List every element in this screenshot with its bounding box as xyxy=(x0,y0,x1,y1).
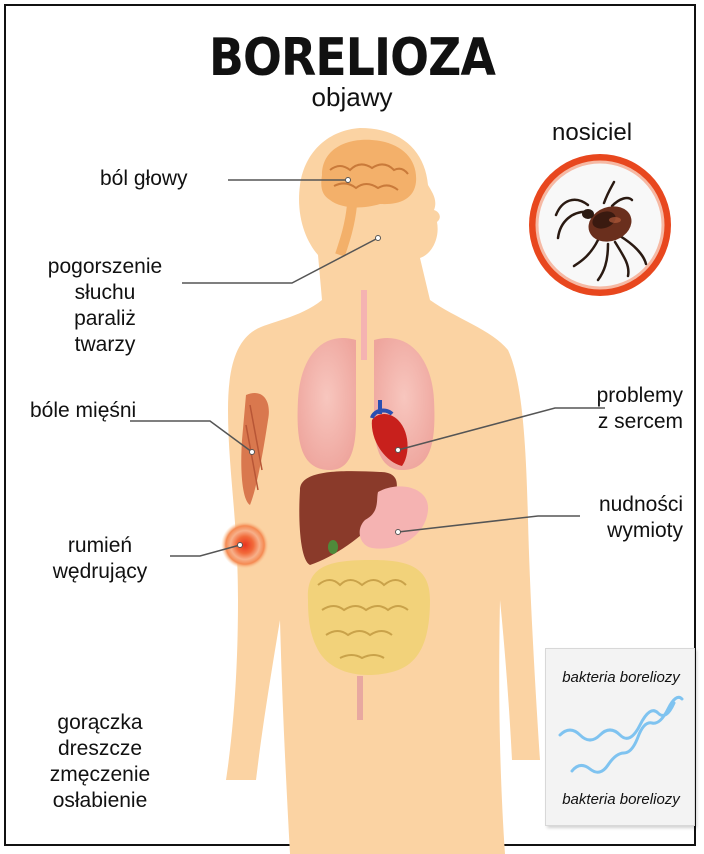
symptom-general-line: zmęczenie xyxy=(25,762,175,788)
symptom-hearing-line: pogorszenie xyxy=(30,254,180,280)
rash-icon xyxy=(221,521,269,569)
symptom-general-line: dreszcze xyxy=(25,736,175,762)
symptom-nausea: nudności wymioty xyxy=(545,492,683,544)
symptom-heart-line: problemy xyxy=(545,383,683,409)
bacteria-label-bottom: bakteria boreliozy xyxy=(546,791,696,808)
bacteria-card: bakteria boreliozy bakteria boreliozy xyxy=(545,648,695,826)
symptom-nausea-line: nudności xyxy=(545,492,683,518)
symptom-general: gorączka dreszcze zmęczenie osłabienie xyxy=(25,710,175,814)
poster-subtitle: objawy xyxy=(0,82,704,113)
symptom-rash: rumień wędrujący xyxy=(25,533,175,585)
symptom-general-line: osłabienie xyxy=(25,788,175,814)
symptom-nausea-line: wymioty xyxy=(545,518,683,544)
symptom-muscle: bóle mięśni xyxy=(30,398,136,424)
symptom-hearing-line: twarzy xyxy=(30,332,180,358)
symptom-hearing-line: słuchu xyxy=(30,280,180,306)
carrier-label: nosiciel xyxy=(552,120,632,146)
symptom-headache: ból głowy xyxy=(100,166,188,192)
symptom-hearing: pogorszenie słuchu paraliż twarzy xyxy=(30,254,180,358)
symptom-rash-line: wędrujący xyxy=(25,559,175,585)
symptom-general-line: gorączka xyxy=(25,710,175,736)
symptom-heart: problemy z sercem xyxy=(545,383,683,435)
symptom-heart-line: z sercem xyxy=(545,409,683,435)
gallbladder-icon xyxy=(328,540,338,554)
symptom-hearing-line: paraliż xyxy=(30,306,180,332)
symptom-rash-line: rumień xyxy=(25,533,175,559)
poster-title: BORELIOZA xyxy=(42,28,662,88)
